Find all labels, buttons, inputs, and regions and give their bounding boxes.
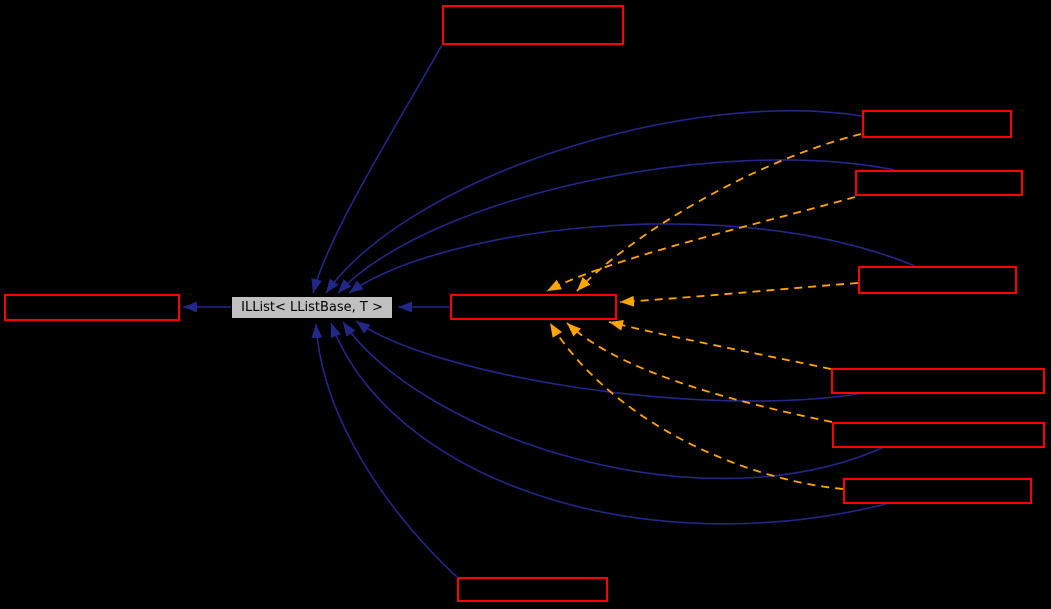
edge-right5-to-current [342,321,885,480]
node-derived-right-2[interactable] [855,170,1023,196]
edge-top-to-current [311,44,443,294]
node-derived-right-4[interactable] [831,368,1045,394]
current-node-label: ILList< LListBase, T > [241,300,383,315]
node-derived-right-1[interactable] [862,110,1012,138]
edge-right2-to-current [337,159,896,294]
node-derived-right-6[interactable] [843,478,1032,504]
tedge-right4-to-center [608,320,832,370]
tedge-right1-to-center [576,133,862,292]
node-derived-right-5[interactable] [832,422,1045,448]
tedge-right5-to-center [566,322,833,423]
edge-right1-to-current [325,109,863,294]
node-derived-right-3[interactable] [858,266,1017,294]
edge-right6-to-current [330,322,887,525]
tedge-right3-to-center [619,282,859,307]
tedge-right2-to-center [546,196,856,292]
node-current: ILList< LListBase, T > [231,296,393,319]
node-derived-center[interactable] [450,294,617,320]
node-derived-bottom[interactable] [457,577,608,602]
edge-right4-to-current [355,320,865,402]
node-derived-top[interactable] [442,5,624,45]
node-base-left[interactable] [4,294,180,321]
edge-bottom-to-current [311,323,458,578]
edge-right3-to-current [348,223,916,294]
tedge-right6-to-center [549,322,844,490]
